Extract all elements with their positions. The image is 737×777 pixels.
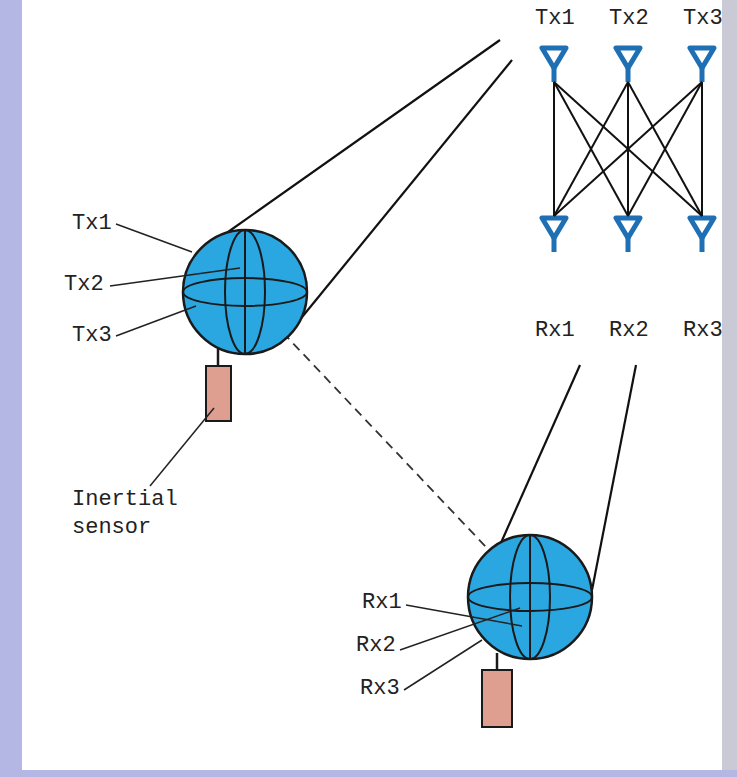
antenna-label: Tx2 [609, 6, 649, 32]
antenna-label: Rx2 [609, 318, 649, 344]
part-label: Tx1 [72, 211, 112, 237]
sensor-stick [217, 349, 220, 366]
part-label: Rx3 [360, 676, 400, 702]
sensor-stick [496, 653, 499, 670]
channel-line [554, 82, 702, 216]
transmitter-sphere [183, 230, 307, 354]
dashed-link [252, 300, 522, 585]
antenna-label: Tx3 [683, 6, 723, 32]
part-label: Rx1 [362, 590, 402, 616]
antenna-label: Tx1 [535, 6, 575, 32]
antenna-label: Rx1 [535, 318, 575, 344]
part-label: Rx2 [356, 633, 396, 659]
leader-line [110, 224, 522, 690]
part-label: Inertial sensor [72, 486, 202, 542]
receiver-sphere [468, 535, 592, 659]
antenna-label: Rx3 [683, 318, 723, 344]
scroll-bar [722, 0, 737, 770]
inertial-sensor [482, 670, 512, 727]
part-label: Tx3 [72, 323, 112, 349]
part-label: Tx2 [64, 272, 104, 298]
